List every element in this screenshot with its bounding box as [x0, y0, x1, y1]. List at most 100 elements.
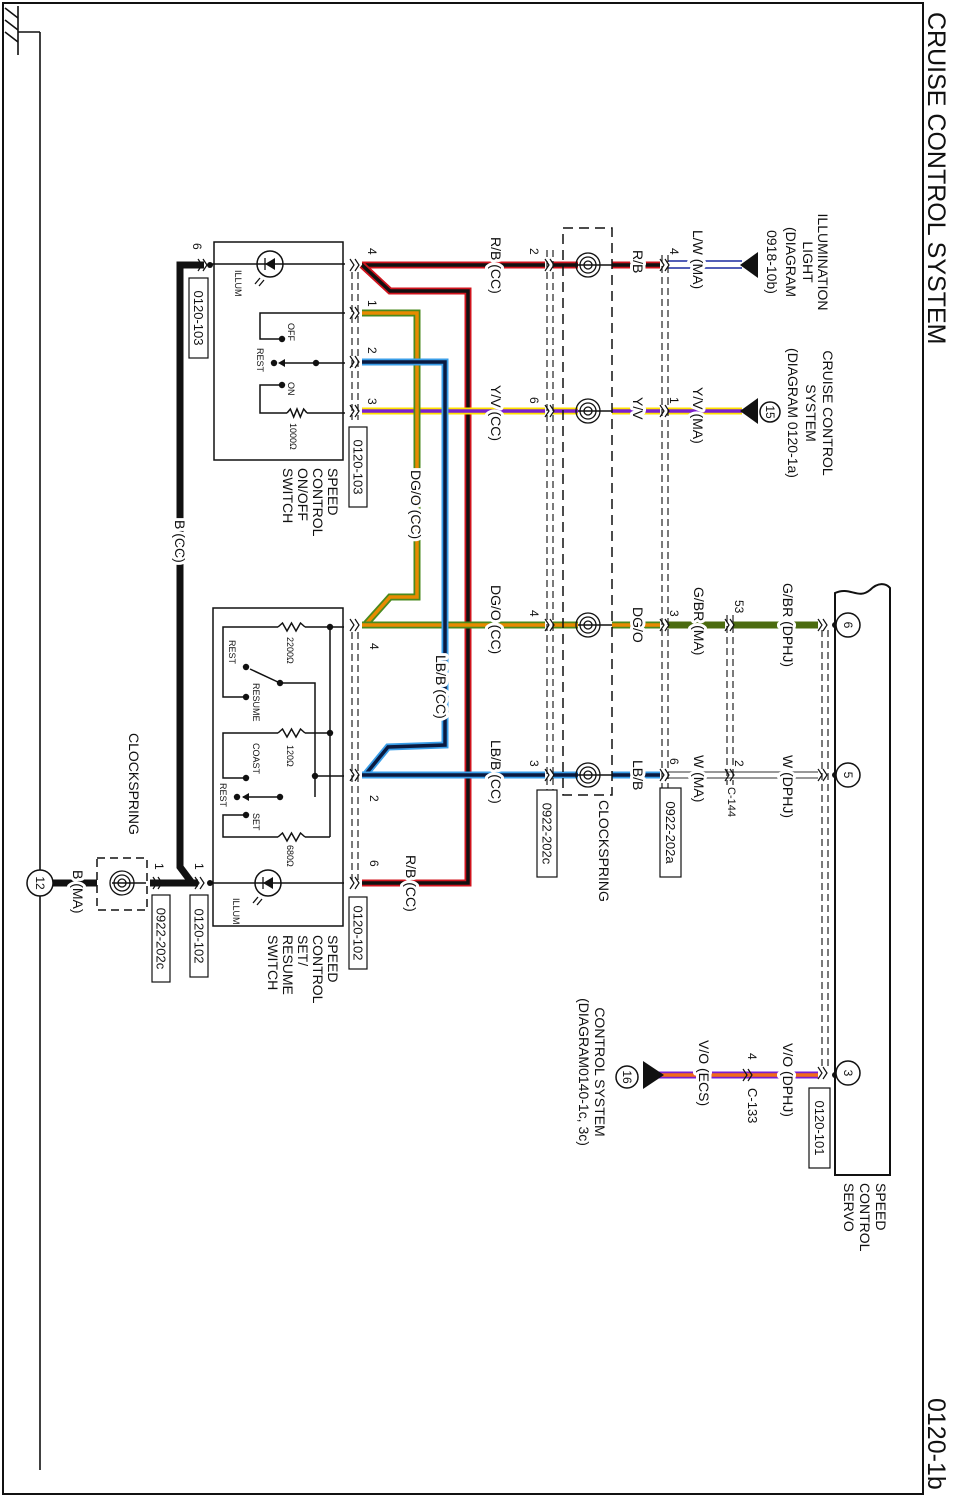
connector-chevron-icon — [349, 355, 360, 369]
control-system-reference: (DIAGRAM0140-1c, 3c) — [576, 998, 592, 1146]
connector-chevron-icon — [349, 618, 360, 632]
switch-contact-label: ILLUM — [233, 270, 243, 297]
wire-label: LB/B (CC) — [488, 740, 504, 804]
illumination-light-reference: ILLUMINATION — [815, 214, 831, 311]
circle-number: 5 — [841, 772, 855, 779]
wire-label: DG/O — [630, 607, 646, 643]
pin-number: 4 — [527, 610, 541, 617]
ground-clockspring-label: CLOCKSPRING — [126, 733, 142, 835]
connector-label-0120-103-box — [348, 426, 368, 508]
connector-label-0120-102-box — [348, 896, 368, 970]
contact-dot — [242, 693, 250, 701]
pin-number: 4 — [367, 643, 381, 650]
led-diode-icon — [265, 258, 275, 270]
wire-label: W (DPHJ) — [780, 755, 796, 818]
clockspring-coil-icon — [575, 762, 601, 788]
clockspring-coil-icon — [583, 770, 593, 780]
switch-arm — [249, 668, 281, 684]
wires-layer — [53, 260, 818, 1079]
resistor-icon — [277, 621, 306, 633]
components-layer — [4, 6, 891, 1470]
connector-chevron-icon — [349, 876, 360, 890]
connector-label-0120-103-box — [188, 277, 209, 359]
connector-chevron-icon — [742, 1068, 753, 1082]
wire-label: V/O (DPHJ) — [780, 1043, 796, 1117]
pin-number: 1 — [152, 863, 166, 870]
connector-label-c-144: C-144 — [725, 787, 737, 817]
contact-dot — [276, 793, 284, 801]
clockspring-outline — [562, 227, 613, 796]
onoff-switch-label: SWITCH — [280, 468, 296, 523]
contact-dot — [233, 793, 241, 801]
connector-chevron-icon — [349, 404, 360, 418]
wire-lbb-cc — [362, 358, 449, 778]
connector-label-0120-101: 0120-101 — [812, 1101, 827, 1156]
switch-arrow-icon — [242, 793, 249, 801]
ground-clockspring-outline — [96, 857, 148, 911]
switch-contact-label: RESUME — [251, 683, 261, 722]
page-title: CRUISE CONTROL SYSTEM — [922, 12, 950, 344]
ground-symbol — [17, 6, 40, 55]
pin-number: 4 — [667, 248, 681, 255]
wire-label: B (CC) — [172, 520, 188, 563]
led-light-icon — [252, 877, 264, 906]
wire-label: LB/B — [630, 760, 646, 790]
off-circuit — [259, 312, 345, 340]
connector-chevron-icon — [544, 258, 555, 272]
onoff-switch-label: SPEED — [325, 468, 341, 515]
wire-label: DG/O (CC) — [488, 585, 504, 654]
speed-control-servo-label: SPEED — [873, 1183, 889, 1230]
pin-number: 2 — [367, 795, 381, 802]
connector-label-0922-202c: 0922-202c — [540, 803, 555, 865]
pin-number: 2 — [732, 760, 746, 767]
circle-number: 15 — [763, 405, 777, 419]
connector-chevron-icon — [817, 768, 828, 782]
pin-number: 1 — [365, 300, 379, 307]
onoff-switch-label: CONTROL — [310, 468, 326, 537]
setresume-switch-label: SET/ — [295, 935, 311, 966]
resistor-icon — [277, 727, 306, 739]
connector-label-0120-103: 0120-103 — [191, 291, 206, 346]
wire-label: G/BR (DPHJ) — [780, 583, 796, 667]
onoff-switch-box — [213, 241, 344, 461]
speed-control-servo-label: CONTROL — [857, 1183, 873, 1252]
pin-number: 1 — [192, 863, 206, 870]
switch-contact-label: ILLUM — [231, 898, 241, 925]
coast-circuit — [222, 732, 278, 779]
cruise-control-reference: (DIAGRAM 0120-1a) — [785, 348, 801, 478]
speed-control-servo-label: SERVO — [841, 1183, 857, 1232]
connector-label-0922-202c-box — [151, 894, 171, 983]
wire-label: Y/V — [630, 397, 646, 420]
contact-dot — [242, 774, 250, 782]
connector-chevron-icon — [817, 618, 828, 632]
connector-label-0120-102: 0120-102 — [192, 909, 207, 964]
reference-circle — [759, 401, 781, 423]
contact-dot — [326, 623, 334, 631]
cruise-control-reference: CRUISE CONTROL — [820, 350, 836, 475]
pin-dot — [160, 880, 166, 886]
control-system-reference: CONTROL SYSTEM — [592, 1007, 608, 1136]
connector-chevron-icon — [544, 768, 555, 782]
connector-label-0922-202c-box — [536, 789, 558, 878]
led-icon — [254, 869, 282, 897]
clockspring-coil-icon — [583, 406, 593, 416]
circle-number: 6 — [841, 622, 855, 629]
clockspring-coil-icon — [575, 398, 601, 424]
connector-label-0922-202a: 0922-202a — [663, 801, 678, 864]
switch-contact-label: 120Ω — [285, 745, 295, 767]
wire-label: L/W (MA) — [690, 230, 706, 289]
pin-number: 3 — [667, 610, 681, 617]
pin-number: 4 — [365, 248, 379, 255]
connector-label-0922-202a-box — [659, 787, 682, 878]
contact-dot — [270, 359, 278, 367]
switch-arrow-icon — [278, 359, 285, 367]
connector-chevron-icon — [659, 768, 670, 782]
setresume-switch-label: CONTROL — [310, 935, 326, 1004]
contact-dot — [278, 335, 286, 343]
switch-contact-label: REST — [255, 348, 265, 373]
wire-dgo-cc-core — [362, 311, 419, 627]
switch-contact-label: 1000Ω — [288, 423, 298, 450]
connector-chevron-icon — [659, 258, 670, 272]
connector-chevron-icon — [194, 876, 205, 890]
